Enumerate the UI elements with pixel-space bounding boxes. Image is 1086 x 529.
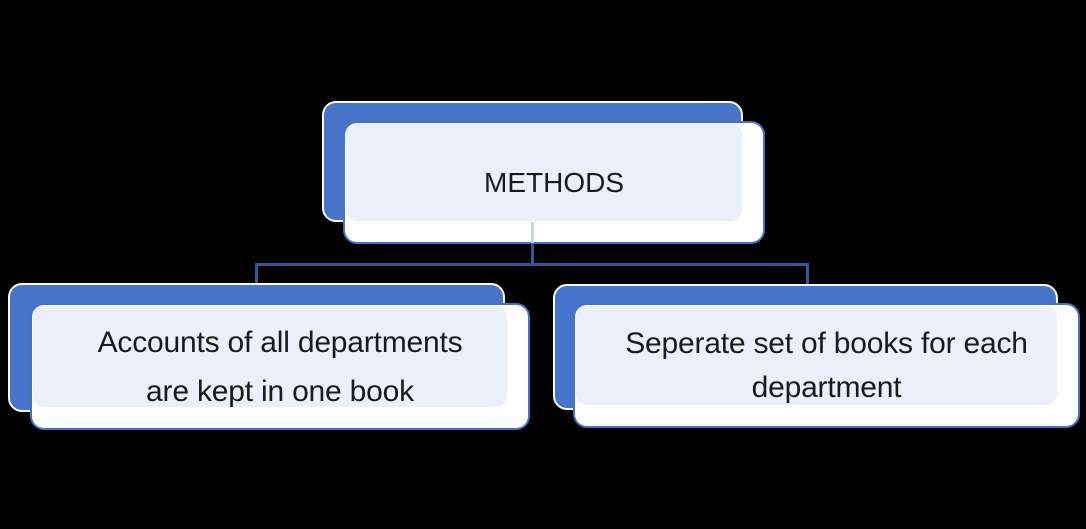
methods-node-panel xyxy=(346,124,742,221)
separate-books-node-line1: Seperate set of books for each xyxy=(625,326,1028,360)
one-book-node-line1: Accounts of all departments xyxy=(97,325,463,359)
connector-crossbar xyxy=(255,263,809,266)
methods-node-label: METHODS xyxy=(484,166,624,198)
connector-root-stem xyxy=(531,244,534,266)
one-book-node-line2: are kept in one book xyxy=(146,374,414,408)
separate-books-node-panel xyxy=(576,306,1057,405)
connector-drop-left xyxy=(255,263,258,283)
one-book-node-panel xyxy=(33,306,507,407)
separate-books-node-label: Seperate set of books for each departmen… xyxy=(625,322,1028,410)
connector-root-stub xyxy=(531,222,534,243)
one-book-node[interactable]: Accounts of all departments are kept in … xyxy=(30,303,530,430)
methods-node[interactable]: METHODS xyxy=(343,121,765,244)
separate-books-node-line2: department xyxy=(751,370,902,404)
separate-books-node[interactable]: Seperate set of books for each departmen… xyxy=(573,303,1080,428)
connector-drop-right xyxy=(806,263,809,284)
one-book-node-label: Accounts of all departments are kept in … xyxy=(98,318,463,416)
